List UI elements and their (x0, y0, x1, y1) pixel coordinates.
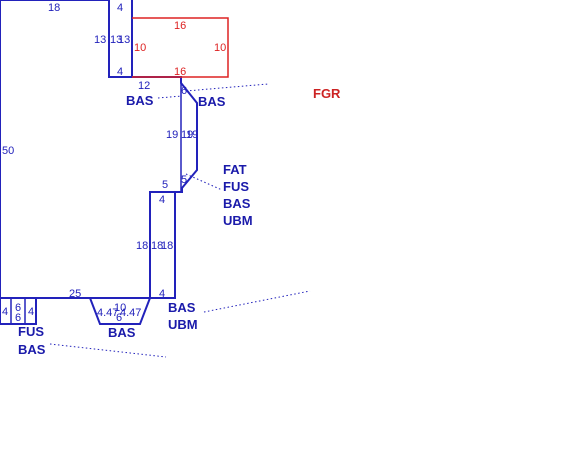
label-bas-3: BAS (223, 196, 251, 211)
dim-upper-block-mid2: 13 (118, 34, 130, 46)
label-bas-6: BAS (108, 325, 136, 340)
dim-upper-block-mid1: 13 (110, 34, 122, 46)
label-ubm-1: UBM (223, 213, 253, 228)
dim-trap-bottom: 6 (116, 312, 122, 324)
dim-ledge: 12 (138, 80, 150, 92)
label-fus-2: FUS (18, 324, 44, 339)
dim-left-height: 50 (2, 145, 14, 157)
dim-lower-top-label: 5 (162, 179, 168, 191)
dim-small-right: 4 (28, 306, 34, 318)
dim-small-mid-bottom: 6 (15, 312, 21, 324)
dim-lower-block-left: 18 (136, 240, 148, 252)
dim-slant-left: 19 (166, 129, 178, 141)
trapezoid (88, 297, 152, 325)
label-bas-2: BAS (198, 94, 226, 109)
dim-red-right: 10 (214, 42, 226, 54)
dim-red-bottom: 16 (174, 66, 186, 78)
label-bas-4: BAS (168, 300, 196, 315)
dim-trap-left: 4.47 (97, 307, 118, 319)
label-fus-1: FUS (223, 179, 249, 194)
dim-slant-mid: 19 (181, 129, 193, 141)
dim-top-width: 18 (48, 2, 60, 14)
dim-lower-block-bottom: 4 (159, 288, 165, 300)
dim-upper-block-left: 13 (94, 34, 106, 46)
leader-bas-ubm (203, 290, 311, 313)
leader-fat (185, 173, 223, 191)
dim-upper-block-top: 4 (117, 2, 123, 14)
leader-fus-bas (49, 343, 167, 358)
dim-lower-block-mid: 18 (151, 240, 163, 252)
dim-bevel-top: 6 (181, 85, 187, 97)
dim-lower-block-right: 18 (161, 240, 173, 252)
dim-lower-block-top: 4 (159, 194, 165, 206)
dim-small-mid-top: 6 (15, 302, 21, 314)
dim-base-width: 25 (69, 288, 81, 300)
label-bas-5: BAS (18, 342, 46, 357)
leader-fgr (185, 83, 269, 92)
leader-bas-1 (157, 95, 183, 99)
dim-red-top: 16 (174, 20, 186, 32)
dim-trap-top: 10 (114, 302, 126, 314)
red-region (132, 17, 229, 78)
small-block (0, 297, 37, 325)
dim-upper-block-bottom: 4 (117, 66, 123, 78)
lower-block (149, 191, 176, 299)
label-bas-1: BAS (126, 93, 154, 108)
dim-bevel-bottom: 5 (181, 174, 187, 186)
label-ubm-2: UBM (168, 317, 198, 332)
dim-slant-right: 19 (186, 129, 198, 141)
dim-trap-right: 4.47 (120, 307, 141, 319)
dim-small-left: 4 (2, 306, 8, 318)
dim-red-left: 10 (134, 42, 146, 54)
label-fat: FAT (223, 162, 247, 177)
label-fgr: FGR (313, 86, 341, 101)
